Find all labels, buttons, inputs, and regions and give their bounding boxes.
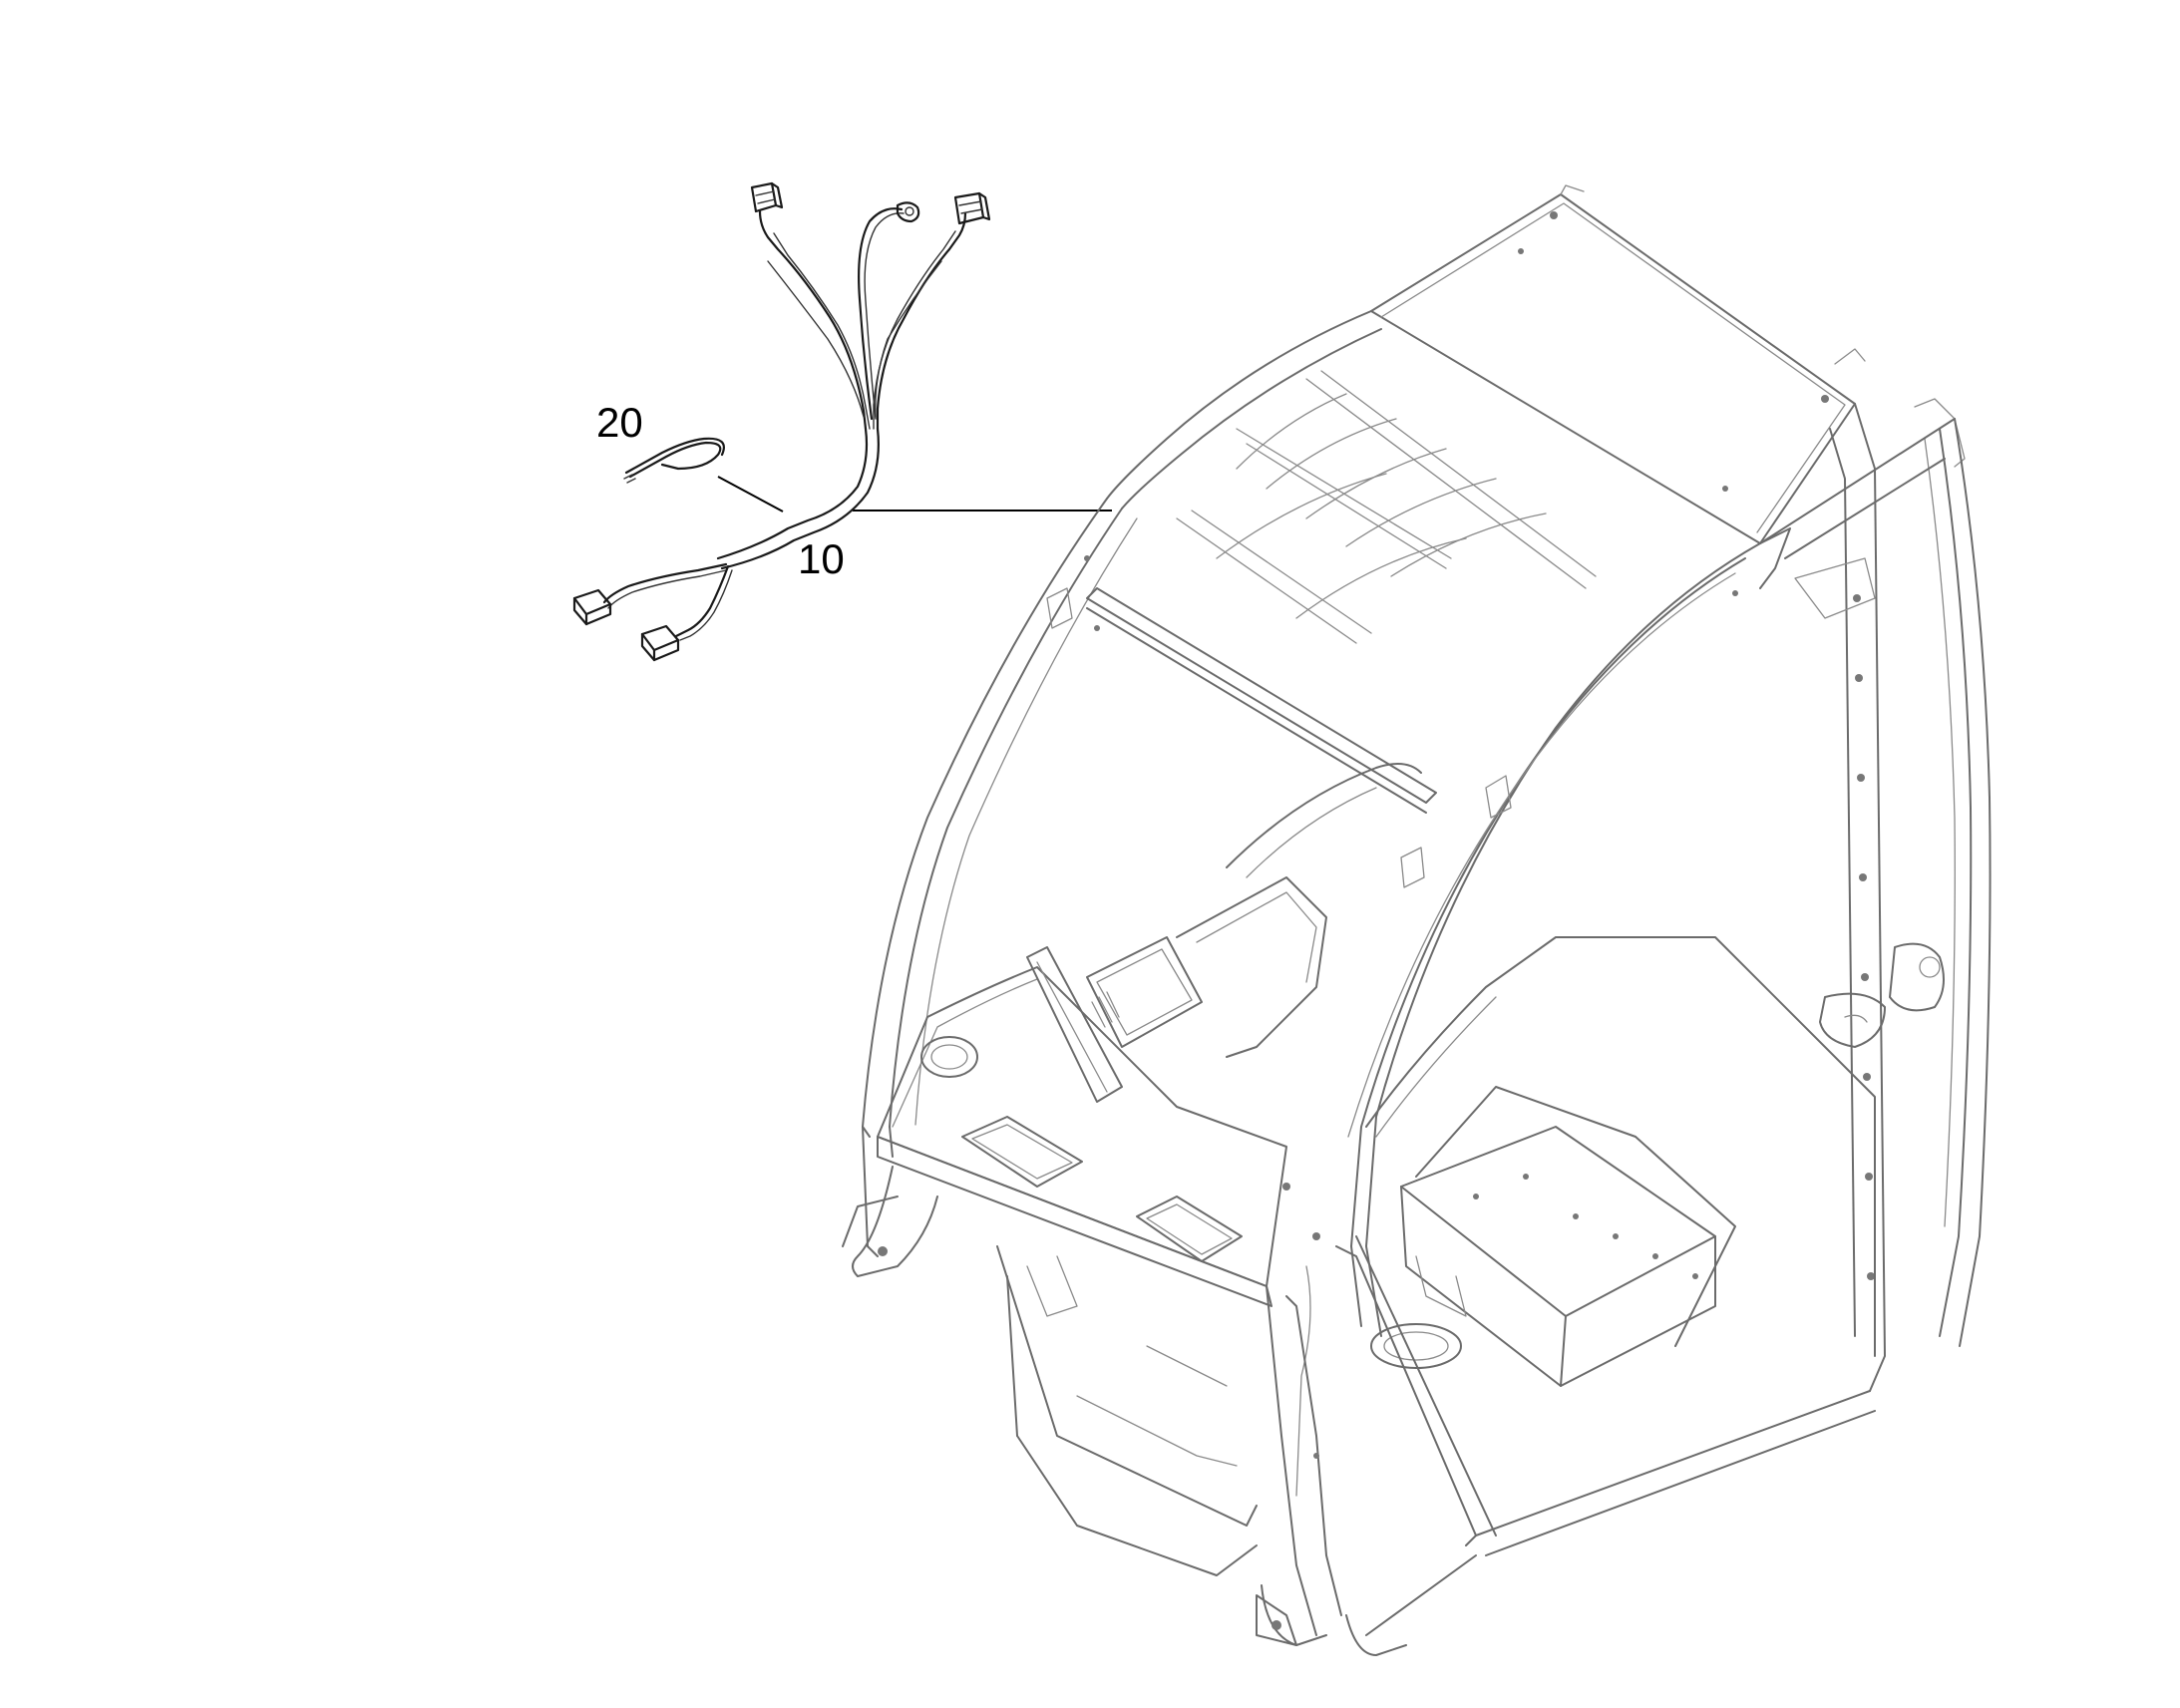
cab-display-screen [1086,936,1203,1048]
harness-connector-lower-left [572,588,612,626]
cab-front-crossbar [1086,587,1437,804]
leader-lines [717,476,1112,512]
cab-roof-panel [1370,193,1856,544]
harness-ring-terminal [896,201,920,223]
cab-dashboard [877,966,1287,1287]
cab-seat-box [1400,1126,1716,1387]
operator-cab-frame [842,184,1992,1656]
cab-roof-grille [1176,370,1597,644]
leader-line-20 [717,476,784,512]
wiring-harness-part-10[interactable] [572,181,991,662]
cab-floor-hatch [1370,1323,1462,1369]
cab-floor [1365,936,1876,1357]
harness-connector-top-left [750,181,784,213]
harness-connector-lower-right [640,624,680,662]
callout-10-label[interactable]: 10 [798,535,845,582]
callout-20-label[interactable]: 20 [596,399,643,446]
harness-connector-top-right [953,191,991,225]
cable-tie-part-20[interactable] [623,437,725,484]
